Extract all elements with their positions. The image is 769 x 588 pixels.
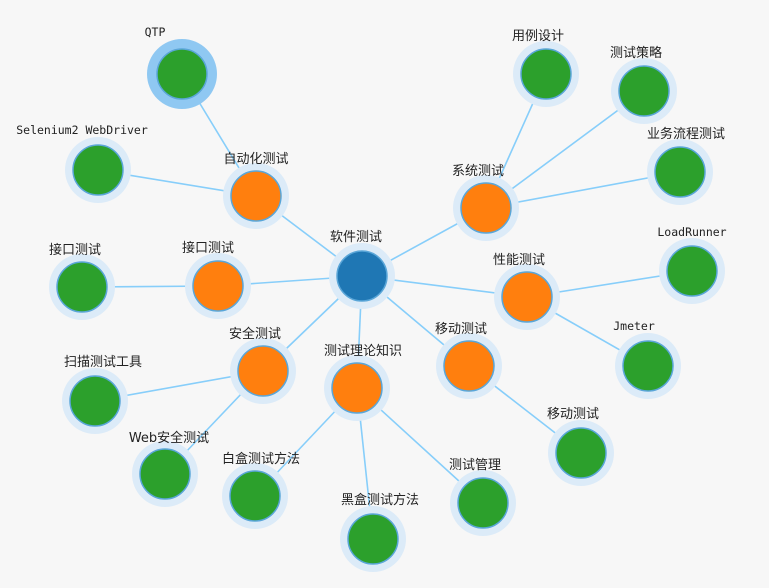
- leaf-node-1-0[interactable]: 用例设计: [512, 29, 579, 107]
- node-circle[interactable]: [443, 340, 495, 392]
- node-circle[interactable]: [139, 448, 191, 500]
- node-circle[interactable]: [347, 513, 399, 565]
- leaf-node-2-0[interactable]: 接口测试: [49, 242, 115, 320]
- node-label: 系统测试: [452, 164, 504, 179]
- node-label: LoadRunner: [657, 225, 726, 239]
- category-node-0[interactable]: 自动化测试: [223, 152, 289, 229]
- node-circle[interactable]: [237, 345, 289, 397]
- leaf-node-5-2[interactable]: 测试管理: [449, 458, 516, 536]
- category-node-1[interactable]: 系统测试: [452, 164, 519, 241]
- node-label: 测试理论知识: [324, 343, 402, 359]
- node-label: Web安全测试: [129, 430, 209, 446]
- leaf-node-3-0[interactable]: LoadRunner: [657, 225, 727, 304]
- node-label: 软件测试: [330, 230, 382, 245]
- node-label: 用例设计: [512, 29, 564, 44]
- node-label: Selenium2 WebDriver: [16, 123, 148, 137]
- node-label: 移动测试: [435, 322, 487, 337]
- node-label: 业务流程测试: [647, 126, 725, 142]
- category-node-4[interactable]: 安全测试: [229, 326, 296, 404]
- node-label: 白盒测试方法: [222, 451, 300, 467]
- leaf-node-1-1[interactable]: 测试策略: [610, 45, 677, 124]
- node-circle[interactable]: [520, 48, 572, 100]
- node-circle[interactable]: [460, 182, 512, 234]
- node-label: 测试管理: [449, 458, 501, 473]
- node-circle[interactable]: [192, 260, 244, 312]
- node-label: 接口测试: [49, 242, 101, 258]
- node-circle[interactable]: [555, 427, 607, 479]
- category-node-6[interactable]: 移动测试: [435, 322, 502, 399]
- node-circle[interactable]: [654, 146, 706, 198]
- node-circle[interactable]: [666, 245, 718, 297]
- node-label: 扫描测试工具: [64, 355, 142, 370]
- leaf-node-3-1[interactable]: Jmeter: [613, 319, 681, 399]
- category-node-2[interactable]: 接口测试: [182, 240, 251, 319]
- leaf-node-0-0[interactable]: QTP: [145, 25, 217, 109]
- category-node-3[interactable]: 性能测试: [493, 253, 560, 330]
- graph-nodes: QTP Selenium2 WebDriver 用例设计测试策略业务流程测试接口测试…: [16, 25, 727, 572]
- leaf-node-6-0[interactable]: 移动测试: [547, 407, 614, 486]
- leaf-node-0-1[interactable]: Selenium2 WebDriver: [16, 123, 148, 203]
- node-label: Jmeter: [613, 319, 655, 333]
- node-circle[interactable]: [336, 250, 388, 302]
- leaf-node-5-0[interactable]: 白盒测试方法: [222, 451, 300, 529]
- category-node-5[interactable]: 测试理论知识: [324, 343, 402, 421]
- node-circle[interactable]: [229, 470, 281, 522]
- leaf-node-4-1[interactable]: Web安全测试: [129, 430, 209, 507]
- node-label: 黑盒测试方法: [341, 492, 419, 508]
- node-circle[interactable]: [56, 261, 108, 313]
- node-label: QTP: [145, 25, 166, 39]
- root-node[interactable]: 软件测试: [329, 230, 395, 309]
- node-circle[interactable]: [69, 375, 121, 427]
- node-circle[interactable]: [331, 362, 383, 414]
- node-label: 接口测试: [182, 240, 234, 256]
- leaf-node-1-2[interactable]: 业务流程测试: [647, 126, 725, 205]
- node-label: 自动化测试: [223, 152, 288, 167]
- node-label: 性能测试: [493, 253, 545, 268]
- leaf-node-4-0[interactable]: 扫描测试工具: [62, 355, 142, 434]
- leaf-node-5-1[interactable]: 黑盒测试方法: [340, 492, 419, 572]
- node-circle[interactable]: [501, 271, 553, 323]
- node-circle[interactable]: [156, 48, 208, 100]
- node-circle[interactable]: [230, 170, 282, 222]
- node-label: 安全测试: [229, 326, 281, 342]
- node-label: 测试策略: [610, 45, 662, 61]
- node-circle[interactable]: [72, 144, 124, 196]
- node-label: 移动测试: [547, 407, 599, 422]
- node-circle[interactable]: [622, 340, 674, 392]
- node-circle[interactable]: [618, 65, 670, 117]
- node-circle[interactable]: [457, 477, 509, 529]
